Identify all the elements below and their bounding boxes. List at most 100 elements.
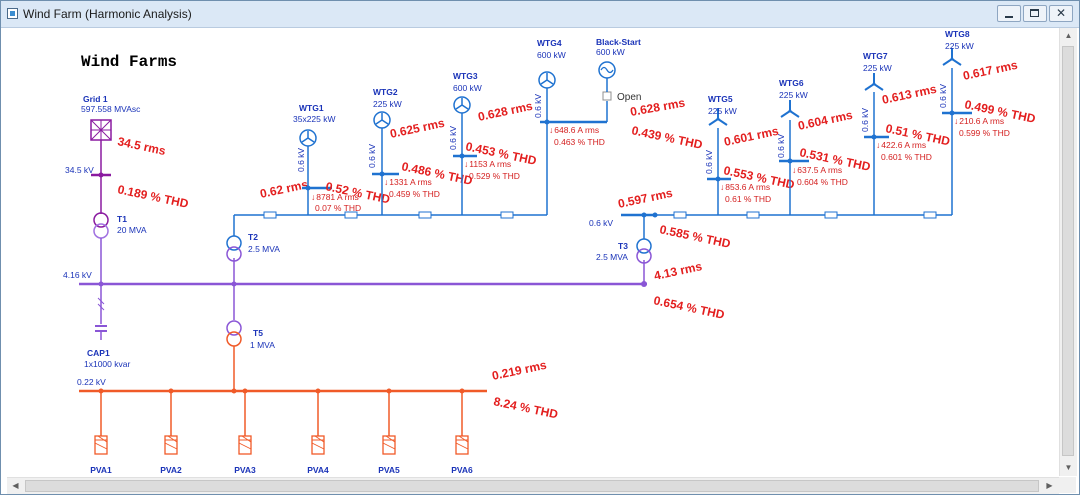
transformer-t2[interactable]: [226, 235, 242, 262]
wtg6-turbine[interactable]: [780, 100, 800, 118]
wtg3-thd: 0.529 % THD: [469, 171, 520, 181]
wtg2-kv: 0.6 kV: [367, 144, 377, 168]
pv-array-2[interactable]: [164, 388, 178, 455]
transformer-t3[interactable]: [636, 238, 652, 264]
wtg2-generator[interactable]: [373, 111, 391, 129]
bus-4-16kv-thd: 0.654 % THD: [652, 293, 726, 322]
wtg3-current: ↓1153 A rms: [464, 159, 511, 169]
close-button[interactable]: ✕: [1049, 5, 1073, 22]
wtg8-turbine[interactable]: [942, 48, 962, 66]
t3-rating: 2.5 MVA: [596, 252, 628, 262]
pv-array-3[interactable]: [238, 388, 252, 455]
cap1-rating: 1x1000 kvar: [84, 359, 130, 369]
horizontal-scroll-thumb[interactable]: [25, 480, 1039, 492]
wtg1-current-value: 8781 A rms: [316, 192, 359, 202]
pv-array-4[interactable]: [311, 388, 325, 455]
wtg6-rating: 225 kW: [779, 90, 808, 100]
pv-array-1[interactable]: [94, 388, 108, 455]
bus-0-22kv-rms: 0.219 rms: [491, 358, 548, 383]
wtg3-kv: 0.6 kV: [448, 126, 458, 150]
wtg4-bus-thd: 0.439 % THD: [630, 123, 704, 152]
wtg4-generator[interactable]: [538, 71, 556, 89]
grid-thd: 0.189 % THD: [116, 182, 190, 211]
wtg6-current: ↓637.5 A rms: [792, 165, 842, 175]
wtg8-rating: 225 kW: [945, 41, 974, 51]
wtg2-name: WTG2: [373, 87, 398, 97]
transformer-t1[interactable]: [93, 212, 109, 239]
close-icon: ✕: [1055, 6, 1067, 20]
maximize-button[interactable]: [1023, 5, 1047, 22]
scroll-up-icon[interactable]: ▲: [1064, 31, 1073, 40]
black-start-rating: 600 kW: [596, 47, 625, 57]
scrollbar-corner: [1059, 477, 1076, 493]
wtg4-current: ↓648.6 A rms: [549, 125, 599, 135]
pv-array-6-label: PVA6: [451, 465, 473, 475]
wtg6-thd: 0.604 % THD: [797, 177, 848, 187]
wtg8-thd: 0.599 % THD: [959, 128, 1010, 138]
wtg1-name: WTG1: [299, 103, 324, 113]
wtg2-rms: 0.625 rms: [389, 116, 446, 141]
black-start-switch-label: Open: [617, 92, 641, 103]
wtg1-thd: 0.07 % THD: [315, 203, 361, 213]
horizontal-scrollbar[interactable]: ◀ ▶: [7, 477, 1059, 494]
black-start-name: Black-Start: [596, 37, 641, 47]
wtg8-current: ↓210.6 A rms: [954, 116, 1004, 126]
wtg8-rms: 0.617 rms: [962, 58, 1019, 83]
t2-name: T2: [248, 232, 258, 242]
wtg5-turbine[interactable]: [708, 108, 728, 126]
diagram-heading: Wind Farms: [81, 53, 177, 71]
cap1-name: CAP1: [87, 348, 110, 358]
wtg1-current: ↓8781 A rms: [311, 192, 359, 202]
bus-4-16kv-label: 4.16 kV: [63, 270, 92, 280]
app-icon: [7, 8, 18, 19]
pv-array-6[interactable]: [455, 388, 469, 455]
wtg7-rms: 0.613 rms: [881, 82, 938, 107]
wtg5-name: WTG5: [708, 94, 733, 104]
bus-0-22kv-label: 0.22 kV: [77, 377, 106, 387]
wtg6-current-value: 637.5 A rms: [797, 165, 842, 175]
wtg1-generator[interactable]: [299, 129, 317, 147]
capacitor-cap1[interactable]: [95, 284, 107, 340]
transformer-t5[interactable]: [226, 320, 242, 347]
black-start-switch[interactable]: [602, 91, 612, 101]
wtg3-current-value: 1153 A rms: [469, 159, 511, 169]
wtg7-name: WTG7: [863, 51, 888, 61]
wtg7-turbine[interactable]: [864, 73, 884, 91]
window-title: Wind Farm (Harmonic Analysis): [23, 7, 192, 21]
grid-rating: 597.558 MVAsc: [81, 104, 141, 114]
one-line-diagram: Wind Farms Grid 1 597.558 MVAsc 34.5 rms…: [63, 29, 1037, 475]
grid-name: Grid 1: [83, 94, 108, 104]
wtg6-name: WTG6: [779, 78, 804, 88]
minimize-button[interactable]: [997, 5, 1021, 22]
pv-array-5-label: PVA5: [378, 465, 400, 475]
pv-array-5[interactable]: [382, 388, 396, 455]
pv-array-3-label: PVA3: [234, 465, 256, 475]
wtg5-current-value: 853.6 A rms: [725, 182, 770, 192]
pv-array-4-label: PVA4: [307, 465, 329, 475]
diagram-canvas[interactable]: Wind Farms Grid 1 597.558 MVAsc 34.5 rms…: [7, 28, 1057, 476]
wtg7-current: ↓422.6 A rms: [876, 140, 926, 150]
right-feeder-rms: 0.597 rms: [617, 186, 674, 211]
wtg5-rms: 0.601 rms: [723, 124, 780, 149]
left-feeder-rms: 0.62 rms: [259, 177, 310, 201]
wtg2-rating: 225 kW: [373, 99, 402, 109]
vertical-scroll-thumb[interactable]: [1062, 46, 1074, 456]
black-start-generator[interactable]: [598, 61, 616, 79]
scroll-right-icon[interactable]: ▶: [1046, 481, 1053, 490]
grid-source[interactable]: [90, 119, 112, 141]
bus-0-22kv-thd: 8.24 % THD: [492, 394, 559, 421]
wtg2-thd: 0.459 % THD: [389, 189, 440, 199]
wtg5-thd: 0.61 % THD: [725, 194, 771, 204]
wtg3-name: WTG3: [453, 71, 478, 81]
scroll-down-icon[interactable]: ▼: [1064, 463, 1073, 472]
wtg8-kv: 0.6 kV: [938, 84, 948, 108]
title-bar[interactable]: Wind Farm (Harmonic Analysis) ✕: [1, 1, 1079, 28]
wtg3-generator[interactable]: [453, 96, 471, 114]
scroll-left-icon[interactable]: ◀: [12, 481, 19, 490]
vertical-scrollbar[interactable]: ▲ ▼: [1059, 28, 1077, 476]
wtg6-kv: 0.6 kV: [776, 134, 786, 158]
t3-name: T3: [618, 241, 628, 251]
bus-34-5kv-label: 34.5 kV: [65, 165, 94, 175]
